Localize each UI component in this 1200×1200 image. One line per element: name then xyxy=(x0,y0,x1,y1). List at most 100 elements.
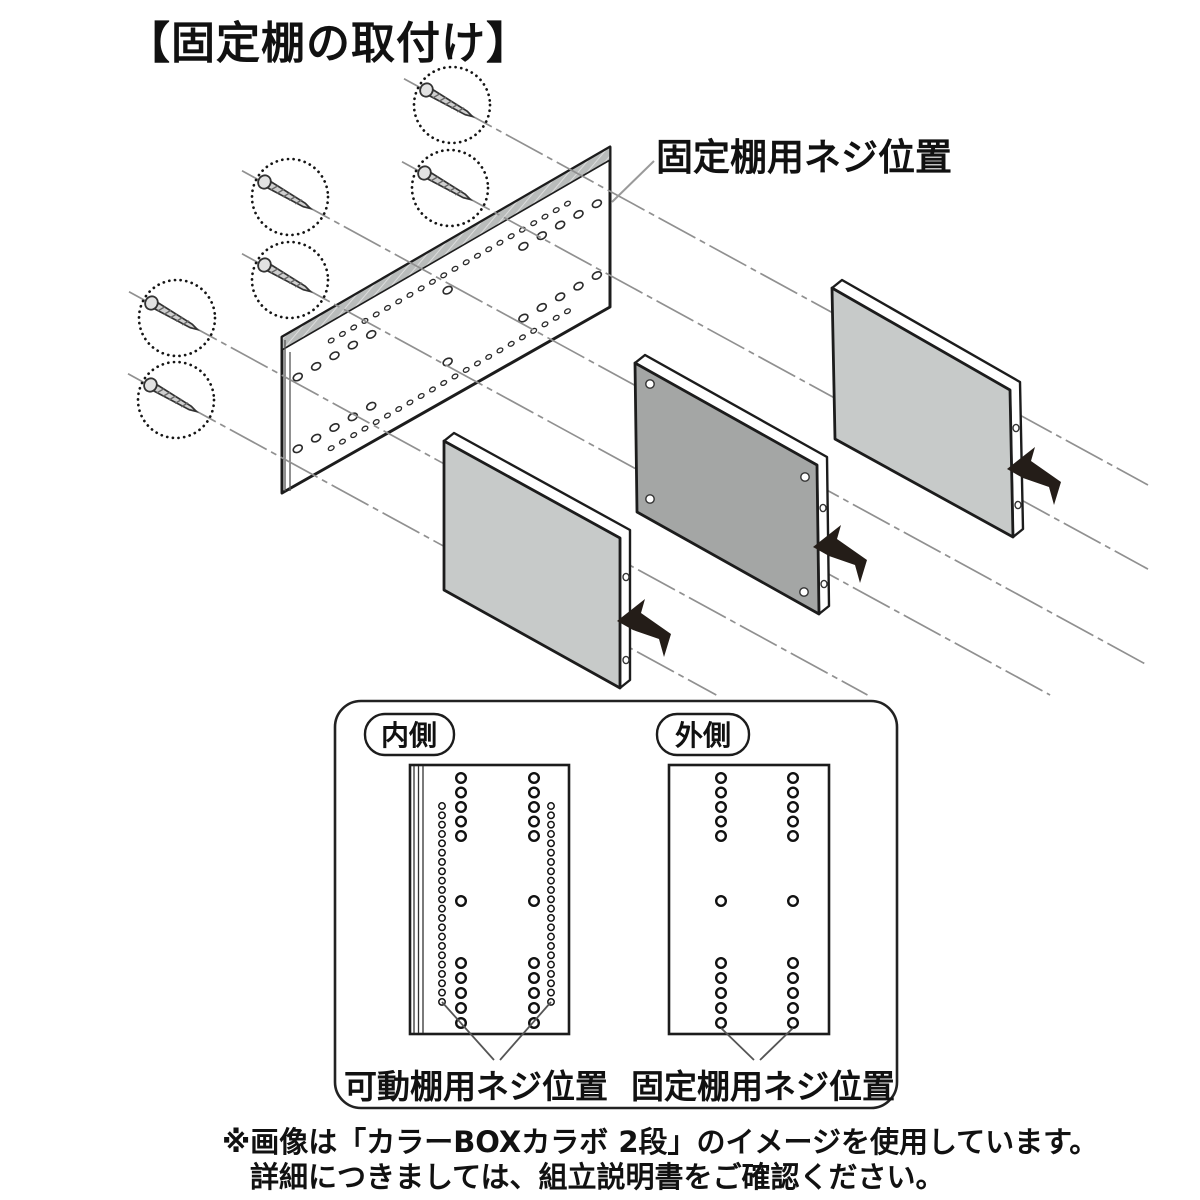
panel-hole xyxy=(485,353,493,360)
flat-view-hole xyxy=(547,858,555,866)
flat-view-hole xyxy=(438,802,446,810)
insertion-arrows xyxy=(617,447,1061,657)
panel-hole xyxy=(417,285,425,292)
flat-view-hole xyxy=(547,988,555,997)
flat-view-hole xyxy=(438,914,446,922)
panel-hole xyxy=(440,379,448,386)
footnote-line-2: 詳細につきましては、組立説明書をご確認ください。 xyxy=(250,1160,945,1194)
flat-view-hole xyxy=(547,914,555,922)
panel-hole xyxy=(563,200,571,207)
flat-view-hole xyxy=(715,895,728,908)
panel-hole xyxy=(573,209,584,219)
panel-hole xyxy=(518,313,529,323)
flat-view-hole xyxy=(438,830,446,838)
panel-hole xyxy=(327,337,335,344)
panel-hole xyxy=(442,285,453,295)
insert-direction-arrow-icon xyxy=(1007,447,1061,505)
flat-view-hole xyxy=(438,979,446,988)
inner-side-label: 内側 xyxy=(381,719,437,752)
shelf-middle-face xyxy=(633,361,821,616)
flat-view-hole xyxy=(455,957,468,970)
flat-view-hole xyxy=(438,988,446,997)
panel-hole xyxy=(496,239,504,246)
panel-hole xyxy=(507,233,515,240)
flat-view-hole xyxy=(715,972,728,985)
panel-hole xyxy=(372,419,380,426)
side-panel-top-edge xyxy=(281,145,611,352)
shelf-middle-edge-hole xyxy=(819,503,827,513)
flat-view-hole xyxy=(715,786,728,799)
panel-hole xyxy=(310,361,322,371)
screw-icon xyxy=(419,82,476,119)
panel-hole xyxy=(530,220,538,227)
flat-view-hole xyxy=(438,942,446,950)
flat-view-hole xyxy=(547,951,555,960)
flat-view-hole xyxy=(787,801,800,814)
panel-hole xyxy=(518,334,526,341)
panel-hole xyxy=(536,302,548,312)
flat-view-hole xyxy=(547,886,555,894)
flat-view-hole xyxy=(547,932,555,941)
shelf-left-edge-hole xyxy=(622,655,630,665)
screw-circle-icon xyxy=(250,157,330,237)
panel-hole xyxy=(329,422,340,433)
shelf-left-face xyxy=(442,439,622,690)
flat-view-hole xyxy=(455,786,468,799)
flat-view-hole xyxy=(438,904,446,913)
flat-view-hole xyxy=(455,801,468,814)
label-leader-line xyxy=(611,160,655,203)
shelf-middle-face-hole xyxy=(645,494,655,504)
flat-view-hole xyxy=(455,815,468,828)
flat-view-hole xyxy=(787,987,800,1000)
fixed-pointer-line xyxy=(759,1027,794,1061)
panel-hole xyxy=(473,360,481,367)
screw-icon xyxy=(257,257,314,294)
footnote-line-1: ※画像は「カラーBOXカラボ 2段」のイメージを使用しています。 xyxy=(222,1125,1098,1159)
inner-side-pill xyxy=(363,712,456,757)
outer-side-pill xyxy=(655,712,751,757)
screw-circle-icon xyxy=(250,240,330,320)
fixed-pointer-line xyxy=(720,1027,755,1061)
flat-view-hole xyxy=(547,942,555,950)
screw-icon xyxy=(143,377,200,414)
shelf-board-right xyxy=(830,278,1025,539)
flat-view-hole xyxy=(455,1002,468,1015)
flat-view-hole xyxy=(787,957,800,970)
panel-hole xyxy=(350,324,358,331)
flat-view-hole xyxy=(547,979,555,988)
flat-view-hole xyxy=(528,772,541,785)
flat-view-hole xyxy=(547,960,555,969)
flat-view-hole xyxy=(547,895,555,904)
shelf-left-edge-hole xyxy=(622,572,630,582)
flat-view-hole xyxy=(787,786,800,799)
panel-hole xyxy=(451,265,459,272)
panel-hole xyxy=(428,278,436,285)
flat-view-hole xyxy=(438,848,446,857)
flat-view-hole xyxy=(547,830,555,838)
flat-view-hole xyxy=(547,811,555,820)
side-panel xyxy=(280,145,612,495)
flat-view-hole xyxy=(438,969,446,978)
panel-hole xyxy=(350,432,358,439)
panel-hole xyxy=(541,321,549,328)
shelf-middle-face-hole xyxy=(645,379,655,389)
panel-hole xyxy=(563,308,571,315)
flat-view-hole xyxy=(715,815,728,828)
panel-hole xyxy=(573,281,584,291)
flat-view-hole xyxy=(528,830,541,843)
screw-circle-icon xyxy=(410,148,490,228)
flat-view-hole xyxy=(455,972,468,985)
shelf-middle-face-hole xyxy=(799,587,809,597)
flat-view-hole xyxy=(528,801,541,814)
movable-pointer-line xyxy=(441,1001,495,1061)
flat-view-hole xyxy=(455,772,468,785)
flat-view-hole xyxy=(715,987,728,1000)
flat-view-hole xyxy=(438,839,446,848)
flat-view-hole xyxy=(787,1017,800,1030)
flat-view-hole xyxy=(528,895,541,908)
flat-view-hole xyxy=(438,858,446,866)
side-panel-screw-holes xyxy=(292,199,603,454)
flat-view-hole xyxy=(547,839,555,848)
